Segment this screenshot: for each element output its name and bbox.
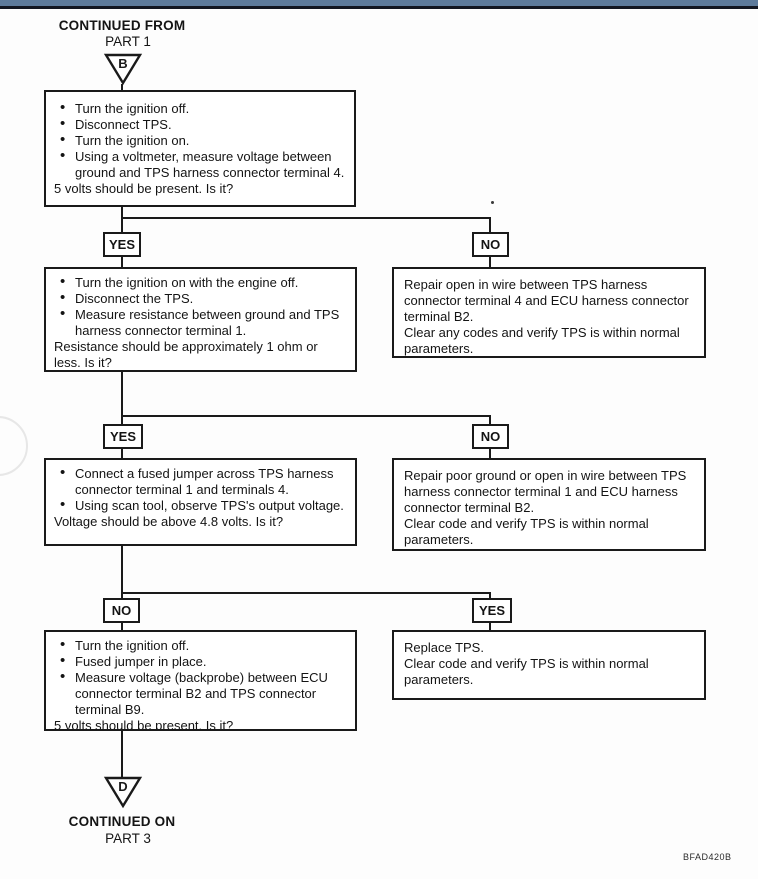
- connector-line: [489, 257, 491, 267]
- repair2-line: Clear code and verify TPS is within norm…: [404, 516, 649, 547]
- step3-bullets: Connect a fused jumper across TPS harnes…: [54, 465, 347, 514]
- branch3-yes-tag: YES: [472, 598, 512, 623]
- connector-line: [121, 84, 123, 90]
- bullet-item: Measure resistance between ground and TP…: [54, 306, 347, 339]
- repair2-box: Repair poor ground or open in wire betwe…: [392, 458, 706, 551]
- bullet-item: Using scan tool, observe TPS's output vo…: [54, 497, 347, 514]
- continued-from-part-label: PART 1: [105, 34, 151, 49]
- bullet-item: Disconnect the TPS.: [54, 290, 347, 307]
- step2-bullets: Turn the ignition on with the engine off…: [54, 274, 347, 339]
- bullet-item: Disconnect TPS.: [54, 116, 346, 133]
- repair1-box: Repair open in wire between TPS harness …: [392, 267, 706, 358]
- connector-triangle-d: D: [103, 776, 143, 809]
- connector-line: [121, 217, 491, 219]
- connector-line: [489, 449, 491, 458]
- step1-box: Turn the ignition off. Disconnect TPS. T…: [44, 90, 356, 207]
- connector-line: [489, 592, 491, 598]
- repair1-line: Clear any codes and verify TPS is within…: [404, 325, 680, 356]
- step3-question: Voltage should be above 4.8 volts. Is it…: [54, 514, 284, 529]
- bullet-item: Measure voltage (backprobe) between ECU …: [54, 669, 347, 718]
- connector-line: [489, 623, 491, 630]
- connector-line: [121, 207, 123, 232]
- bullet-item: Turn the ignition off.: [54, 637, 347, 654]
- connector-line: [121, 731, 123, 777]
- connector-line: [121, 415, 491, 417]
- connector-line: [121, 592, 491, 594]
- connector-line: [121, 372, 123, 424]
- repair3-line: Replace TPS.: [404, 640, 484, 655]
- continued-on-label: CONTINUED ON: [68, 814, 176, 829]
- bullet-item: Turn the ignition off.: [54, 100, 346, 117]
- bullet-item: Fused jumper in place.: [54, 653, 347, 670]
- figure-code: BFAD420B: [683, 852, 732, 862]
- step4-bullets: Turn the ignition off. Fused jumper in p…: [54, 637, 347, 718]
- branch2-yes-tag: YES: [103, 424, 143, 449]
- branch1-yes-tag: YES: [103, 232, 141, 257]
- bullet-item: Connect a fused jumper across TPS harnes…: [54, 465, 347, 498]
- step3-box: Connect a fused jumper across TPS harnes…: [44, 458, 357, 546]
- branch1-no-tag: NO: [472, 232, 509, 257]
- branch3-no-tag: NO: [103, 598, 140, 623]
- repair2-line: Repair poor ground or open in wire betwe…: [404, 468, 687, 515]
- bullet-item: Turn the ignition on.: [54, 132, 346, 149]
- connector-line: [121, 257, 123, 267]
- repair3-box: Replace TPS. Clear code and verify TPS i…: [392, 630, 706, 700]
- step4-question: 5 volts should be present. Is it?: [54, 718, 234, 731]
- connector-line: [489, 415, 491, 424]
- step2-question: Resistance should be approximately 1 ohm…: [54, 339, 318, 370]
- page-top-bar: [0, 0, 758, 9]
- connector-line: [489, 217, 491, 232]
- continued-from-label: CONTINUED FROM: [58, 18, 186, 33]
- triangle-shape: [103, 776, 143, 809]
- connector-letter: B: [118, 56, 127, 71]
- connector-line: [121, 623, 123, 630]
- branch2-no-tag: NO: [472, 424, 509, 449]
- connector-line: [121, 546, 123, 598]
- step1-question: 5 volts should be present. Is it?: [54, 181, 234, 196]
- connector-triangle-b: B: [103, 53, 143, 86]
- bullet-item: Using a voltmeter, measure voltage betwe…: [54, 148, 346, 181]
- continued-on-part-label: PART 3: [105, 831, 151, 846]
- repair1-line: Repair open in wire between TPS harness …: [404, 277, 689, 324]
- triangle-shape: [103, 53, 143, 86]
- scan-artifact-dot: [491, 201, 494, 204]
- connector-letter: D: [118, 779, 127, 794]
- step1-bullets: Turn the ignition off. Disconnect TPS. T…: [54, 100, 346, 181]
- bullet-item: Turn the ignition on with the engine off…: [54, 274, 347, 291]
- scan-artifact-arc: [0, 416, 28, 476]
- repair3-line: Clear code and verify TPS is within norm…: [404, 656, 649, 687]
- step2-box: Turn the ignition on with the engine off…: [44, 267, 357, 372]
- step4-box: Turn the ignition off. Fused jumper in p…: [44, 630, 357, 731]
- connector-line: [121, 449, 123, 458]
